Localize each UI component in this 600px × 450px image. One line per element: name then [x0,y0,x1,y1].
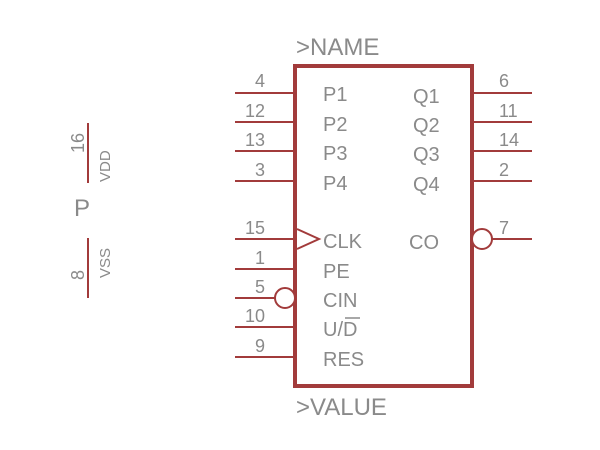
right-pin-q2: 11 Q2 [413,101,532,137]
left-pin-res: 9 RES [235,336,364,371]
pin-label: P3 [323,143,347,165]
pin-label: VDD [97,150,114,182]
inverter-bubble-icon [471,228,493,250]
pin-number: 4 [255,71,265,91]
right-pin-q1: 6 Q1 [413,71,532,108]
left-pin-ud: 10 U/D [235,306,360,341]
left-pin-cin: 5 CIN [235,277,357,312]
clock-triangle-icon [296,228,322,250]
pin-label: P2 [323,114,347,136]
pin-label: CO [409,232,439,254]
component-body [293,64,474,388]
pin-label: VSS [97,248,114,278]
power-pin-vss: 8 VSS [68,238,114,298]
inverter-bubble-icon [274,287,296,309]
pin-label: RES [323,349,364,371]
pin-label: Q4 [413,174,440,196]
pin-label: Q1 [413,86,440,108]
pin-number: 16 [68,133,88,153]
left-pin-clk: 15 CLK [235,218,363,253]
power-pin-vdd: 16 VDD [68,123,114,183]
pin-number: 11 [499,101,518,121]
pin-number: 14 [499,130,519,150]
power-part: P 16 VDD 8 VSS [68,123,114,298]
pin-number: 5 [255,277,265,297]
pin-label: CIN [323,290,357,312]
pin-label: P1 [323,84,347,106]
pin-number: 9 [255,336,265,356]
pin-number: 8 [68,270,88,280]
pin-number: 7 [499,218,509,238]
left-pin-p3: 13 P3 [235,130,347,165]
left-pin-p4: 3 P4 [235,160,347,195]
pin-number: 12 [245,101,265,121]
pin-label: Q3 [413,144,440,166]
pin-number: 2 [499,160,509,180]
pin-label: P4 [323,173,347,195]
value-label: >VALUE [296,394,387,421]
left-pin-p2: 12 P2 [235,101,347,136]
left-pin-p1: 4 P1 [235,71,347,106]
right-pin-co: 7 CO [409,218,532,254]
left-pin-pe: 1 PE [235,248,350,283]
pin-number: 10 [245,306,265,326]
pin-number: 15 [245,218,265,238]
pin-label: Q2 [413,115,440,137]
right-pin-q3: 14 Q3 [413,130,532,166]
power-part-label: P [74,195,90,222]
pin-number: 3 [255,160,265,180]
right-pin-q4: 2 Q4 [413,160,532,196]
pin-number: 1 [255,248,265,268]
pin-number: 6 [499,71,509,91]
name-label: >NAME [296,34,379,61]
pin-label: PE [323,261,350,283]
pin-label: U/D [323,319,357,341]
pin-label: CLK [323,231,363,253]
pin-number: 13 [245,130,265,150]
